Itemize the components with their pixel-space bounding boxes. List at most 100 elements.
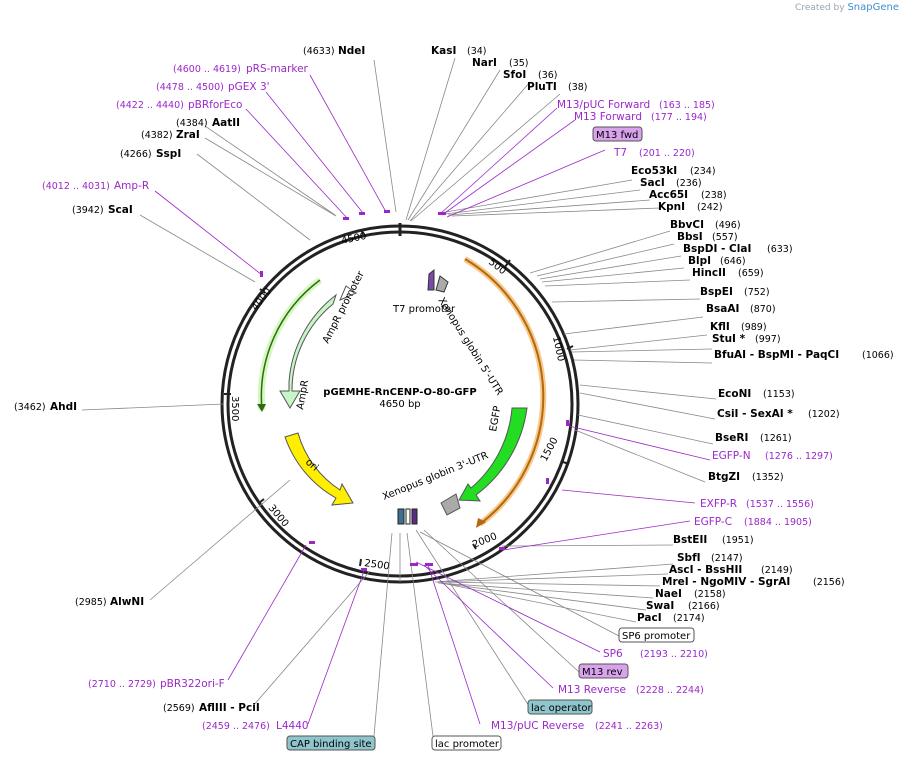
enzyme-kpni: KpnI bbox=[658, 201, 685, 213]
box-lac-operator bbox=[527, 699, 593, 715]
enzyme-bbvci: BbvCI bbox=[670, 219, 704, 231]
enzyme-bspdi-clai: BspDI - ClaI bbox=[683, 243, 751, 255]
primer-m13-forward: M13 Forward bbox=[574, 111, 642, 123]
pos-bsaai: (870) bbox=[750, 304, 776, 315]
label-egfp: EGFP bbox=[488, 405, 503, 432]
pos-blpi: (646) bbox=[720, 256, 746, 267]
primer-m13-puc-forward: M13/pUC Forward bbox=[557, 99, 650, 111]
range-m13-puc-forward: (163 .. 185) bbox=[659, 100, 715, 111]
range-m13-puc-reverse: (2241 .. 2263) bbox=[595, 721, 663, 732]
pos-sspi: (4266) bbox=[120, 149, 152, 160]
tick-4000: 4000 bbox=[250, 286, 274, 313]
pos-saci: (236) bbox=[676, 178, 702, 189]
pos-aatii: (4384) bbox=[176, 118, 208, 129]
primer-leaders bbox=[154, 74, 711, 725]
pos-csii-sexai: (1202) bbox=[808, 409, 840, 420]
box-m13-rev-text: M13 rev bbox=[582, 667, 623, 678]
enzyme-mrei-group: MreI - NgoMIV - SgrAI bbox=[662, 576, 790, 588]
box-sp6-promoter-text: SP6 promoter bbox=[622, 631, 691, 642]
amp-arrowhead bbox=[257, 404, 266, 412]
ori-arrow bbox=[284, 432, 354, 506]
enzyme-scai: ScaI bbox=[108, 204, 133, 216]
primer-prs-marker: pRS-marker bbox=[246, 63, 309, 75]
box-m13-fwd-text: M13 fwd bbox=[596, 130, 638, 141]
credit-prefix: Created by bbox=[795, 3, 845, 13]
enzyme-blpi: BlpI bbox=[688, 255, 711, 267]
t7-promoter-arrow bbox=[427, 268, 435, 291]
pos-bbsi: (557) bbox=[712, 232, 738, 243]
enzyme-bseri: BseRI bbox=[715, 432, 748, 444]
enzyme-ahdi: AhdI bbox=[50, 401, 77, 413]
enzyme-saci: SacI bbox=[640, 177, 665, 189]
enzyme-bfuai-group: BfuAI - BspMI - PaqCI bbox=[714, 349, 839, 361]
range-exfp-r: (1537 .. 1556) bbox=[746, 499, 814, 510]
range-t7: (201 .. 220) bbox=[639, 148, 695, 159]
primer-m13-puc-reverse: M13/pUC Reverse bbox=[491, 720, 584, 732]
enzyme-bbsi: BbsI bbox=[677, 231, 703, 243]
sp6-block bbox=[411, 508, 418, 525]
tick-1500: 1500 bbox=[539, 436, 561, 464]
pos-afliii-pcii: (2569) bbox=[163, 703, 195, 714]
enzyme-btgzi: BtgZI bbox=[708, 471, 740, 483]
pos-kfli: (989) bbox=[741, 322, 767, 333]
enzyme-sspi: SspI bbox=[156, 148, 181, 160]
enzyme-bsteii: BstEII bbox=[673, 534, 707, 546]
utr3-arrow bbox=[440, 493, 461, 516]
snapgene-credit: Created by SnapGene bbox=[795, 2, 899, 13]
enzyme-afliii-pcii: AflIII - PciI bbox=[199, 702, 260, 714]
pos-stui: (997) bbox=[755, 334, 781, 345]
label-utr5: Xenopus globin 5'-UTR bbox=[435, 296, 504, 398]
enzyme-sfoi: SfoI bbox=[503, 69, 526, 81]
primer-amp-r: Amp-R bbox=[114, 180, 149, 192]
pos-kpni: (242) bbox=[697, 202, 723, 213]
enzyme-hincii: HincII bbox=[692, 267, 726, 279]
pos-sbfi: (2147) bbox=[711, 553, 743, 564]
pos-mrei-group: (2156) bbox=[813, 577, 845, 588]
box-cap-binding-site bbox=[286, 735, 376, 751]
enzyme-bsaai: BsaAI bbox=[706, 303, 739, 315]
range-egfp-c: (1884 .. 1905) bbox=[744, 517, 812, 528]
primer-pbr322ori-f: pBR322ori-F bbox=[160, 678, 225, 690]
enzyme-leaders bbox=[81, 57, 717, 737]
pos-ahdi: (3462) bbox=[14, 402, 46, 413]
enzyme-sbfi: SbfI bbox=[677, 552, 701, 564]
label-t7-promoter: T7 promoter bbox=[392, 304, 456, 315]
primer-egfp-n: EGFP-N bbox=[712, 450, 751, 462]
egfp-arrow bbox=[458, 407, 528, 502]
tick-4500: 4500 bbox=[340, 231, 367, 247]
label-ampr: AmpR bbox=[295, 379, 311, 410]
pos-acc65i: (238) bbox=[701, 190, 727, 201]
primer-m13-reverse: M13 Reverse bbox=[558, 684, 626, 696]
enzyme-kasi: KasI bbox=[431, 45, 456, 57]
plasmid-length: 4650 bp bbox=[379, 399, 420, 410]
pos-btgzi: (1352) bbox=[752, 472, 784, 483]
tick-2500: 2500 bbox=[364, 558, 391, 572]
box-lac-promoter-text: lac promoter bbox=[435, 739, 500, 750]
utr5-arrow bbox=[435, 275, 449, 293]
enzyme-kfli: KflI bbox=[710, 321, 730, 333]
pos-ndei: (4633) bbox=[303, 46, 335, 57]
enzyme-csii-sexai: CsiI - SexAI * bbox=[717, 408, 793, 420]
pos-zrai: (4382) bbox=[141, 130, 173, 141]
ampr-promoter-arrow bbox=[339, 285, 358, 301]
pos-paci: (2174) bbox=[673, 613, 705, 624]
pos-bspdi-clai: (633) bbox=[767, 244, 793, 255]
highlight-arrowhead bbox=[476, 518, 486, 528]
enzyme-ndei: NdeI bbox=[338, 45, 365, 57]
enzyme-swai: SwaI bbox=[646, 600, 674, 612]
range-l4440: (2459 .. 2476) bbox=[202, 721, 270, 732]
enzyme-pluti: PluTI bbox=[527, 81, 557, 93]
enzyme-eco53ki: Eco53kI bbox=[631, 165, 677, 177]
amp-line bbox=[260, 279, 321, 411]
range-m13-reverse: (2228 .. 2244) bbox=[636, 685, 704, 696]
pos-naei: (2158) bbox=[694, 589, 726, 600]
pos-kasi: (34) bbox=[467, 46, 487, 57]
enzyme-acc65i: Acc65I bbox=[649, 189, 688, 201]
box-m13-rev bbox=[578, 663, 629, 679]
enzyme-econi: EcoNI bbox=[718, 388, 751, 400]
enzyme-aatii: AatII bbox=[212, 117, 240, 129]
credit-brand: SnapGene bbox=[847, 2, 899, 13]
enzyme-asci-bsshii: AscI - BssHII bbox=[669, 564, 742, 576]
pos-asci-bsshii: (2149) bbox=[761, 565, 793, 576]
primer-exfp-r: EXFP-R bbox=[700, 498, 737, 510]
